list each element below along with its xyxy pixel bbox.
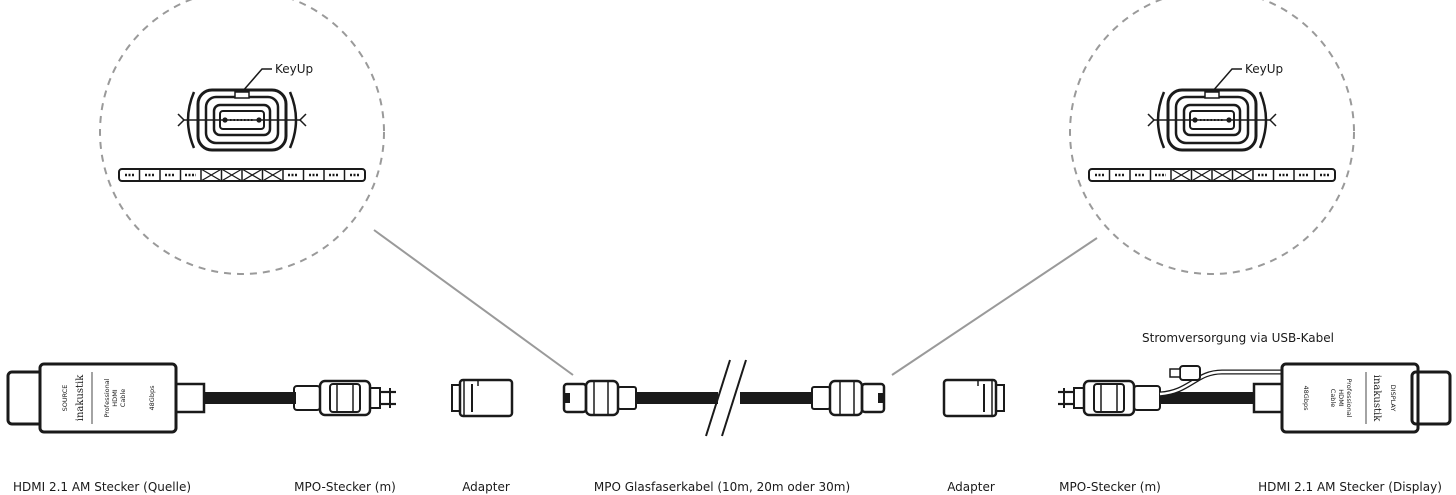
zoom-leader-right xyxy=(891,237,1098,376)
label-fiber-cable: MPO Glasfaserkabel (10m, 20m oder 30m) xyxy=(594,480,850,494)
zoom-circle-left: KeyUp xyxy=(99,0,385,275)
speed-label: 48Gbps xyxy=(1302,386,1310,412)
fiber-cable xyxy=(562,359,886,437)
zoom-leader-left xyxy=(373,229,574,376)
fiber-array-icon xyxy=(1087,167,1337,183)
mpo-ferrule-icon xyxy=(176,88,308,152)
brand-logo: inakustik xyxy=(1371,375,1382,422)
zoom-circle-right: KeyUp xyxy=(1069,0,1355,275)
hdmi-cable-right xyxy=(1160,392,1254,404)
usb-power-cable xyxy=(1159,365,1284,397)
fiber-array-icon xyxy=(117,167,367,183)
product-line-3: Cable xyxy=(119,389,127,407)
power-note: Stromversorgung via USB-Kabel xyxy=(1142,331,1334,345)
label-adapter-right: Adapter xyxy=(947,480,995,494)
hdmi-plug-display: 48Gbps Cable HDMI Professional inakustik… xyxy=(1252,362,1452,434)
mpo-plug-left xyxy=(292,379,398,417)
product-line-3: Cable xyxy=(1329,389,1337,407)
adapter-right xyxy=(942,378,1006,418)
mpo-ferrule-icon xyxy=(1146,88,1278,152)
product-line-1: Professional xyxy=(103,378,111,417)
display-side-label: DISPLAY xyxy=(1389,385,1397,412)
brand-logo: inakustik xyxy=(75,374,86,421)
product-line-2: HDMI xyxy=(1337,389,1345,407)
label-mpo-right: MPO-Stecker (m) xyxy=(1059,480,1161,494)
label-adapter-left: Adapter xyxy=(462,480,510,494)
keyup-callout-left: KeyUp xyxy=(275,62,313,76)
hdmi-plug-source: SOURCE inakustik Professional HDMI Cable… xyxy=(6,362,206,434)
product-line-1: Professional xyxy=(1345,378,1353,417)
mpo-plug-right xyxy=(1056,379,1162,417)
label-hdmi-source: HDMI 2.1 AM Stecker (Quelle) xyxy=(13,480,191,494)
hdmi-cable-left xyxy=(204,392,296,404)
speed-label: 48Gbps xyxy=(148,385,156,411)
product-line-2: HDMI xyxy=(111,389,119,407)
adapter-left xyxy=(450,378,514,418)
label-hdmi-display: HDMI 2.1 AM Stecker (Display) xyxy=(1258,480,1442,494)
keyup-callout-right: KeyUp xyxy=(1245,62,1283,76)
label-mpo-left: MPO-Stecker (m) xyxy=(294,480,396,494)
source-side-label: SOURCE xyxy=(61,385,69,412)
